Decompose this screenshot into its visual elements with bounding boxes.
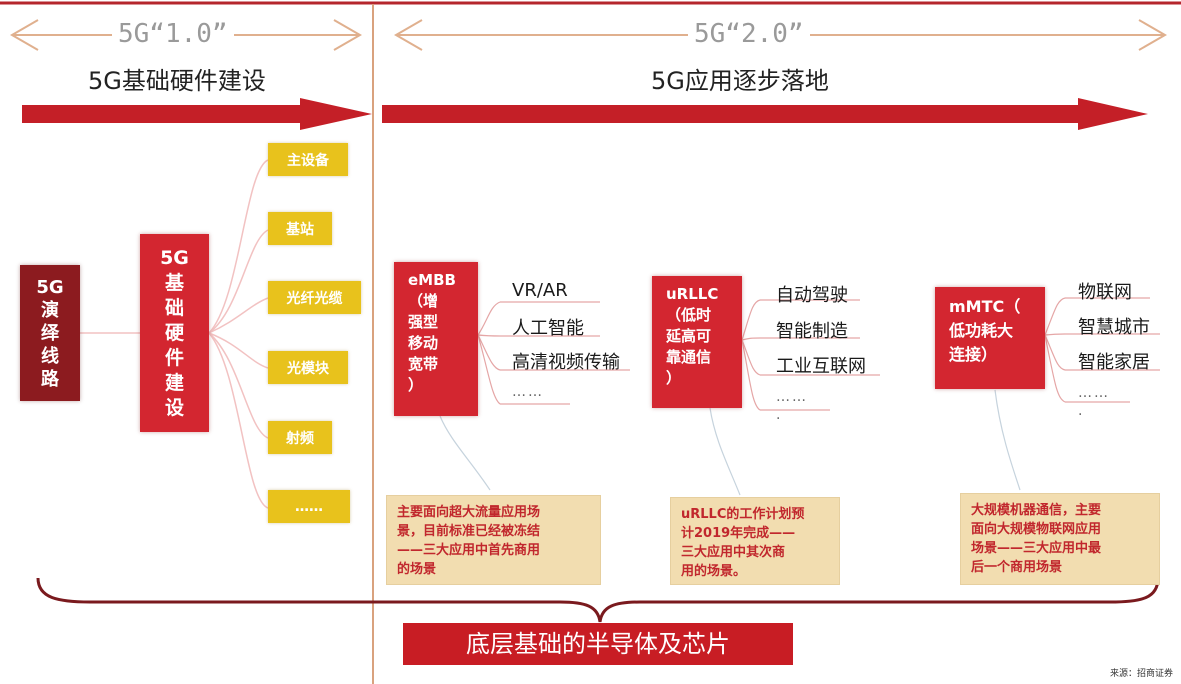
phase1-subtitle: 5G基础硬件建设 [88, 67, 266, 95]
hardware-item-main-equipment: 主设备 [268, 143, 348, 176]
scenario-urllc-box: uRLLC （低时 延高可 靠通信 ） [652, 276, 742, 408]
embb-app-more: …… [512, 384, 544, 400]
mmtc-app-iot: 物联网 [1078, 282, 1132, 303]
hardware-construction-box: 5G 基 础 硬 件 建 设 [140, 234, 209, 432]
hardware-item-base-station: 基站 [268, 212, 332, 245]
scenario-embb-box: eMBB （增 强型 移动 宽带 ） [394, 262, 478, 416]
embb-app-ai: 人工智能 [512, 318, 584, 339]
phase2-progress-arrow [382, 98, 1148, 130]
hardware-item-optical-module: 光模块 [268, 351, 348, 384]
urllc-app-autonomous-driving: 自动驾驶 [776, 285, 848, 306]
urllc-app-more: …… . [776, 389, 808, 423]
phase2-subtitle: 5G应用逐步落地 [651, 67, 829, 95]
mmtc-description: 大规模机器通信，主要 面向大规模物联网应用 场景——三大应用中最 后一个商用场景 [960, 493, 1160, 585]
scenario-mmtc-box: mMTC（ 低功耗大 连接） [935, 287, 1045, 389]
foundation-bar: 底层基础的半导体及芯片 [403, 623, 793, 665]
embb-app-vr-ar: VR/AR [512, 280, 568, 301]
evolution-path-box: 5G 演 绎 线 路 [20, 265, 80, 401]
phase1-progress-arrow [22, 98, 372, 130]
mmtc-app-smart-city: 智慧城市 [1078, 317, 1150, 338]
urllc-app-industrial-internet: 工业互联网 [776, 356, 866, 377]
scenario-connectors [477, 297, 1160, 411]
callout-connectors [439, 389, 1021, 496]
embb-app-hd-video: 高清视频传输 [512, 352, 620, 373]
foundation-brace [36, 577, 1160, 623]
urllc-description: uRLLC的工作计划预 计2019年完成—— 三大应用中其次商 用的场景。 [670, 497, 840, 585]
phase1-title: 5G“1.0” [112, 16, 234, 52]
hardware-connectors [80, 159, 269, 509]
source-note: 来源：招商证券 [1109, 669, 1173, 679]
hardware-item-more: …… [268, 490, 350, 523]
embb-description: 主要面向超大流量应用场 景，目前标准已经被冻结 ——三大应用中首先商用 的场景 [386, 495, 601, 585]
hardware-item-optical-fiber: 光纤光缆 [268, 281, 361, 314]
mmtc-app-more: …… . [1078, 385, 1110, 419]
phase2-title: 5G“2.0” [688, 16, 810, 52]
urllc-app-smart-manufacturing: 智能制造 [776, 321, 848, 342]
hardware-item-rf: 射频 [268, 421, 332, 454]
mmtc-app-smart-home: 智能家居 [1078, 352, 1150, 373]
